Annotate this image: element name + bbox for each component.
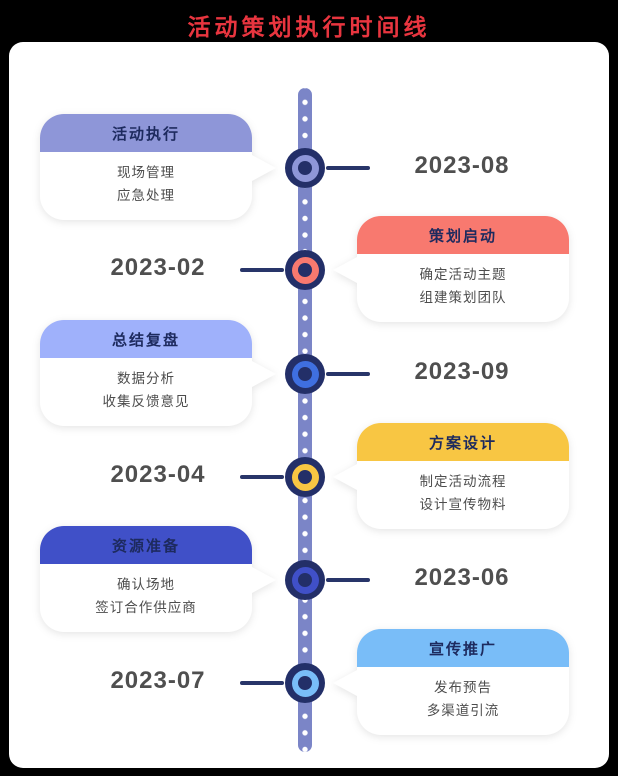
timeline-node — [285, 663, 325, 703]
event-card-body: 确认场地 签订合作供应商 — [40, 564, 252, 632]
card-pointer-icon — [252, 567, 276, 593]
event-card-header: 策划启动 — [357, 216, 569, 254]
node-core — [298, 263, 312, 277]
node-core — [298, 470, 312, 484]
event-title: 策划启动 — [428, 227, 497, 245]
event-card: 总结复盘 数据分析 收集反馈意见 — [40, 320, 276, 426]
event-detail: 组建策划团队 — [419, 290, 507, 305]
date-label: 2023-06 — [414, 564, 510, 591]
node-ring — [291, 566, 319, 594]
timeline-item: 方案设计 制定活动流程 设计宣传物料 2023-04 — [0, 423, 618, 535]
event-card-body: 数据分析 收集反馈意见 — [40, 358, 252, 426]
timeline-item: 资源准备 确认场地 签订合作供应商 2023-06 — [0, 526, 618, 638]
event-card-header: 活动执行 — [40, 114, 252, 152]
node-ring — [291, 154, 319, 182]
date-label: 2023-09 — [414, 358, 510, 385]
event-detail: 现场管理 — [117, 165, 175, 180]
event-card-body: 确定活动主题 组建策划团队 — [357, 254, 569, 322]
date-label: 2023-08 — [414, 152, 510, 179]
event-card: 活动执行 现场管理 应急处理 — [40, 114, 276, 220]
event-card-header: 方案设计 — [357, 423, 569, 461]
timeline-node — [285, 250, 325, 290]
event-detail: 确认场地 — [117, 577, 175, 592]
connector-line — [240, 475, 284, 479]
event-title: 活动执行 — [111, 125, 180, 143]
event-card: 方案设计 制定活动流程 设计宣传物料 — [333, 423, 569, 529]
card-pointer-icon — [252, 361, 276, 387]
event-title: 总结复盘 — [111, 331, 180, 349]
event-card-header: 宣传推广 — [357, 629, 569, 667]
card-pointer-icon — [333, 464, 357, 490]
node-core — [298, 676, 312, 690]
connector-line — [240, 681, 284, 685]
event-detail: 发布预告 — [434, 680, 492, 695]
event-title: 宣传推广 — [428, 640, 497, 658]
event-detail: 签订合作供应商 — [95, 600, 197, 615]
node-ring — [291, 463, 319, 491]
event-title: 资源准备 — [111, 537, 180, 555]
timeline-node — [285, 354, 325, 394]
node-core — [298, 161, 312, 175]
connector-line — [240, 268, 284, 272]
timeline-node — [285, 560, 325, 600]
date-label: 2023-04 — [110, 461, 206, 488]
event-card: 宣传推广 发布预告 多渠道引流 — [333, 629, 569, 735]
event-card-header: 总结复盘 — [40, 320, 252, 358]
connector-line — [326, 578, 370, 582]
card-pointer-icon — [333, 670, 357, 696]
date-label: 2023-02 — [110, 254, 206, 281]
node-core — [298, 367, 312, 381]
date-label: 2023-07 — [110, 667, 206, 694]
timeline-item: 宣传推广 发布预告 多渠道引流 2023-07 — [0, 629, 618, 741]
timeline-item: 策划启动 确定活动主题 组建策划团队 2023-02 — [0, 216, 618, 328]
event-detail: 应急处理 — [117, 188, 175, 203]
event-card-header: 资源准备 — [40, 526, 252, 564]
node-ring — [291, 669, 319, 697]
event-title: 方案设计 — [428, 434, 497, 452]
event-card-body: 现场管理 应急处理 — [40, 152, 252, 220]
event-card: 资源准备 确认场地 签订合作供应商 — [40, 526, 276, 632]
card-pointer-icon — [252, 155, 276, 181]
event-detail: 数据分析 — [117, 371, 175, 386]
node-ring — [291, 256, 319, 284]
timeline-node — [285, 148, 325, 188]
event-detail: 制定活动流程 — [419, 474, 507, 489]
event-detail: 收集反馈意见 — [102, 394, 190, 409]
connector-line — [326, 372, 370, 376]
node-core — [298, 573, 312, 587]
connector-line — [326, 166, 370, 170]
event-detail: 设计宣传物料 — [419, 497, 507, 512]
event-detail: 确定活动主题 — [419, 267, 507, 282]
event-card-body: 发布预告 多渠道引流 — [357, 667, 569, 735]
timeline-node — [285, 457, 325, 497]
event-card: 策划启动 确定活动主题 组建策划团队 — [333, 216, 569, 322]
timeline-item: 总结复盘 数据分析 收集反馈意见 2023-09 — [0, 320, 618, 432]
timeline-item: 活动执行 现场管理 应急处理 2023-08 — [0, 114, 618, 226]
event-detail: 多渠道引流 — [426, 703, 500, 718]
event-card-body: 制定活动流程 设计宣传物料 — [357, 461, 569, 529]
card-pointer-icon — [333, 257, 357, 283]
page-title: 活动策划执行时间线 — [187, 14, 431, 40]
node-ring — [291, 360, 319, 388]
